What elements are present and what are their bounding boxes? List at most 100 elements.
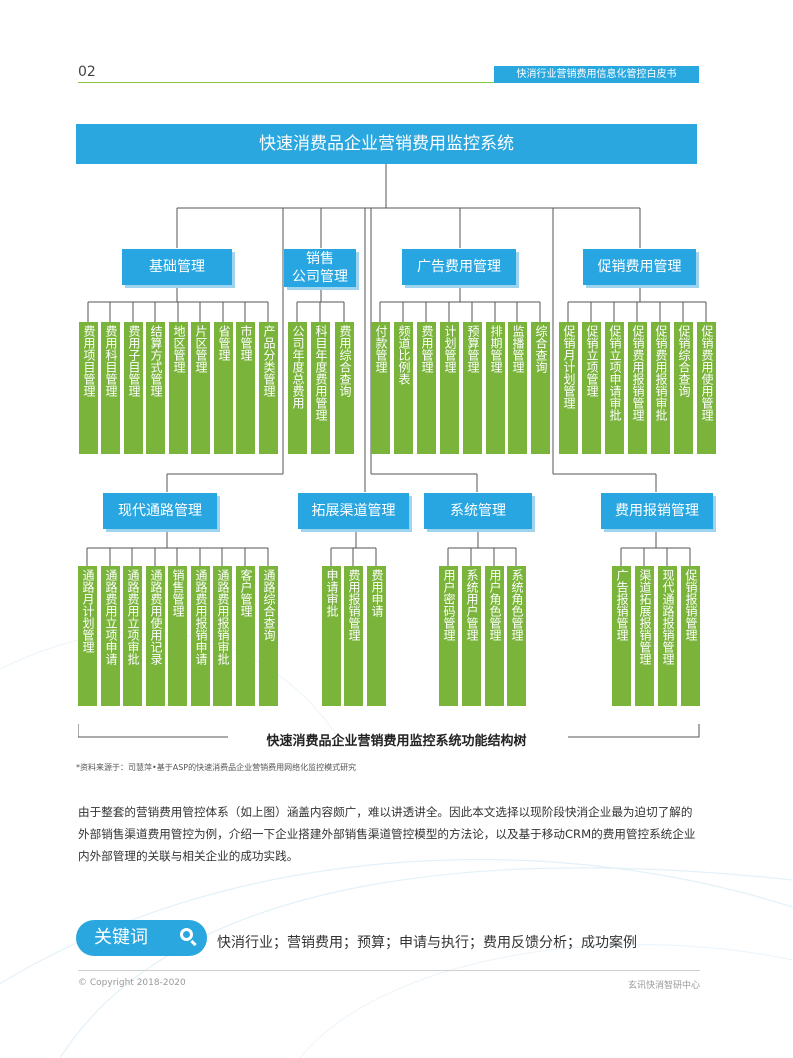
leaf-label: 促销费用使用管理 [700, 325, 714, 421]
leaf-label: 现代通路报销管理 [661, 569, 675, 665]
leaf-label: 费用综合查询 [338, 325, 352, 397]
node-sales-company-management: 销售 公司管理 [284, 249, 356, 287]
leaf-expand-3: 费用申请 [367, 566, 386, 706]
leaf-promo-2: 促销立项管理 [582, 322, 601, 454]
leaf-label: 促销费用报销管理 [631, 325, 645, 421]
leaf-promo-4: 促销费用报销管理 [628, 322, 647, 454]
node-promo-expense-management: 促销费用管理 [583, 249, 696, 285]
tree-connectors [86, 164, 707, 566]
leaf-modern-6: 通路费用报销申请 [191, 566, 210, 706]
node-modern-channel-management: 现代通路管理 [103, 493, 217, 529]
leaf-label: 用户角色管理 [488, 569, 502, 641]
leaf-sales-company-3: 费用综合查询 [335, 322, 354, 454]
leaf-expense-3: 现代通路报销管理 [658, 566, 677, 706]
leaf-label: 广告报销管理 [615, 569, 629, 641]
leaf-label: 产品分类管理 [262, 325, 276, 397]
leaf-label: 通路费用使用记录 [149, 569, 163, 665]
leaf-label: 促销费用报销审批 [654, 325, 668, 421]
node-expense-reimbursement-management: 费用报销管理 [601, 493, 713, 529]
leaf-ad-4: 计划管理 [440, 322, 459, 454]
leaf-label: 公司年度总费用 [291, 325, 305, 409]
node-sales-company-line2: 公司管理 [292, 269, 348, 285]
leaf-label: 通路月计划管理 [81, 569, 95, 653]
leaf-expense-1: 广告报销管理 [612, 566, 631, 706]
leaf-basic-4: 结算方式管理 [146, 322, 165, 454]
node-system-management: 系统管理 [424, 493, 532, 529]
leaf-label: 片区管理 [194, 325, 208, 373]
copyright: © Copyright 2018-2020 [78, 978, 186, 988]
root-node: 快速消费品企业营销费用监控系统 [76, 124, 697, 164]
leaf-label: 系统角色管理 [510, 569, 524, 641]
leaf-label: 通路费用报销审批 [216, 569, 230, 665]
leaf-promo-6: 促销综合查询 [674, 322, 693, 454]
leaf-ad-3: 费用管理 [417, 322, 436, 454]
caption-bracket [78, 724, 700, 738]
leaf-label: 结算方式管理 [149, 325, 163, 397]
leaf-label: 通路费用立项审批 [126, 569, 140, 665]
leaf-label: 费用项目管理 [82, 325, 96, 397]
leaf-modern-5: 销售管理 [168, 566, 187, 706]
leaf-label: 促销立项管理 [585, 325, 599, 397]
leaf-label: 费用管理 [420, 325, 434, 373]
leaf-promo-7: 促销费用使用管理 [697, 322, 716, 454]
leaf-label: 渠道拓展报销管理 [638, 569, 652, 665]
leaf-label: 促销立项申请审批 [608, 325, 622, 421]
leaf-system-1: 用户密码管理 [439, 566, 458, 706]
leaf-label: 排期管理 [489, 325, 503, 373]
leaf-modern-2: 通路费用立项申请 [101, 566, 120, 706]
leaf-promo-5: 促销费用报销审批 [651, 322, 670, 454]
leaf-expense-2: 渠道拓展报销管理 [635, 566, 654, 706]
leaf-ad-5: 预算管理 [463, 322, 482, 454]
leaf-ad-2: 频道比例表 [394, 322, 413, 454]
leaf-sales-company-2: 科目年度费用管理 [311, 322, 330, 454]
leaf-ad-7: 监播管理 [508, 322, 527, 454]
leaf-label: 预算管理 [466, 325, 480, 373]
leaf-system-4: 系统角色管理 [507, 566, 526, 706]
leaf-label: 费用报销管理 [347, 569, 361, 641]
leaf-basic-6: 片区管理 [191, 322, 210, 454]
keywords-badge: 关键词 [76, 920, 207, 956]
leaf-label: 计划管理 [443, 325, 457, 373]
leaf-label: 申请审批 [325, 569, 339, 617]
leaf-label: 通路费用报销申请 [194, 569, 208, 665]
leaf-promo-1: 促销月计划管理 [559, 322, 578, 454]
leaf-label: 用户密码管理 [442, 569, 456, 641]
background-decoration [0, 631, 793, 1058]
leaf-promo-3: 促销立项申请审批 [605, 322, 624, 454]
leaf-ad-8: 综合查询 [531, 322, 550, 454]
leaf-label: 市管理 [239, 325, 253, 361]
leaf-ad-6: 排期管理 [486, 322, 505, 454]
leaf-basic-2: 费用科目管理 [101, 322, 120, 454]
node-basic-management: 基础管理 [122, 249, 232, 285]
leaf-label: 频道比例表 [397, 325, 411, 385]
keywords-text: 快消行业；营销费用；预算；申请与执行；费用反馈分析；成功案例 [217, 935, 637, 951]
node-sales-company-line1: 销售 [306, 251, 334, 267]
leaf-basic-8: 市管理 [236, 322, 255, 454]
leaf-label: 促销报销管理 [684, 569, 698, 641]
leaf-label: 销售管理 [171, 569, 185, 617]
leaf-modern-4: 通路费用使用记录 [146, 566, 165, 706]
leaf-expand-2: 费用报销管理 [344, 566, 363, 706]
diagram-caption: 快速消费品企业营销费用监控系统功能结构树 [266, 734, 527, 749]
leaf-basic-3: 费用子目管理 [124, 322, 143, 454]
leaf-expand-1: 申请审批 [322, 566, 341, 706]
leaf-label: 科目年度费用管理 [314, 325, 328, 421]
leaf-modern-8: 客户管理 [236, 566, 255, 706]
leaf-basic-7: 省管理 [214, 322, 233, 454]
leaf-label: 费用申请 [370, 569, 384, 617]
leaf-modern-9: 通路综合查询 [259, 566, 278, 706]
keywords-label: 关键词 [94, 927, 148, 948]
leaf-ad-1: 付款管理 [371, 322, 390, 454]
leaf-basic-5: 地区管理 [169, 322, 188, 454]
leaf-label: 省管理 [217, 325, 231, 361]
leaf-basic-9: 产品分类管理 [259, 322, 278, 454]
leaf-system-3: 用户角色管理 [485, 566, 504, 706]
leaf-label: 地区管理 [172, 325, 186, 373]
node-channel-expansion-management: 拓展渠道管理 [298, 493, 409, 529]
leaf-label: 促销月计划管理 [562, 325, 576, 409]
leaf-label: 系统用户管理 [465, 569, 479, 641]
leaf-label: 费用子目管理 [127, 325, 141, 397]
leaf-label: 通路费用立项申请 [104, 569, 118, 665]
header-rule [78, 82, 494, 83]
leaf-label: 综合查询 [534, 325, 548, 373]
